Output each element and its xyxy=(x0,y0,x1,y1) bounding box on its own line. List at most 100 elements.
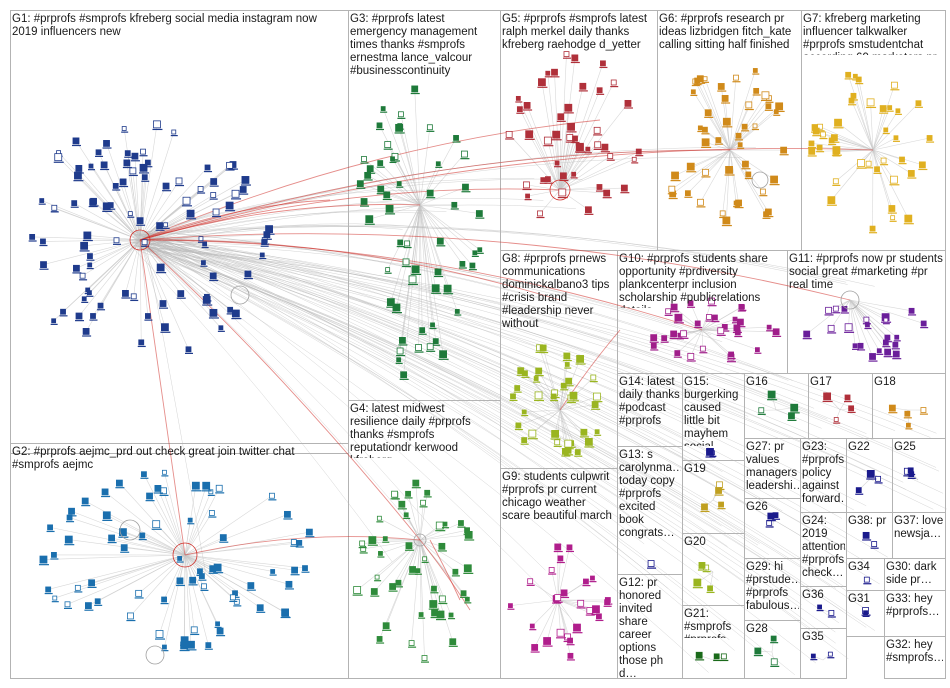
node-underline-g1 xyxy=(209,279,219,282)
edge-g2 xyxy=(184,514,288,556)
node-g1 xyxy=(241,176,250,184)
inter-group-edge xyxy=(139,226,848,285)
node-g5 xyxy=(607,153,614,160)
inter-group-edge xyxy=(146,246,795,675)
node-g9 xyxy=(566,544,573,551)
node-g5 xyxy=(538,78,546,87)
edge-g5 xyxy=(547,140,561,191)
node-g4 xyxy=(424,489,431,496)
node-g10 xyxy=(772,328,780,336)
node-g1 xyxy=(97,302,104,309)
node-underline-g5 xyxy=(602,197,612,199)
node-g36 xyxy=(817,604,822,610)
node-underline-g1 xyxy=(175,184,185,187)
node-underline-g3 xyxy=(418,333,427,335)
node-g1 xyxy=(204,164,211,171)
node-g8 xyxy=(535,367,543,375)
edge-g8 xyxy=(535,378,561,411)
node-g2 xyxy=(202,481,211,490)
node-underline-g6 xyxy=(769,184,780,186)
node-underline-g2 xyxy=(283,518,293,520)
edge-g1 xyxy=(139,180,180,241)
node-g11 xyxy=(908,307,915,314)
node-underline-g1 xyxy=(102,147,112,149)
node-underline-g6 xyxy=(741,130,750,132)
node-g3 xyxy=(451,201,458,208)
node-underline-g8 xyxy=(516,374,526,376)
edge-g11 xyxy=(849,299,897,338)
node-underline-g1 xyxy=(39,244,48,247)
node-g1 xyxy=(144,159,151,166)
node-g3 xyxy=(454,309,460,314)
node-underline-g5 xyxy=(505,138,515,140)
node-g9 xyxy=(531,644,539,651)
node-underline-g5 xyxy=(551,139,562,141)
node-underline-g7 xyxy=(828,143,837,146)
edge-g2 xyxy=(184,488,220,556)
node-underline-g3 xyxy=(389,161,397,164)
node-g1 xyxy=(209,272,217,280)
node-g7 xyxy=(879,105,887,112)
node-underline-g5 xyxy=(623,107,633,109)
group-label-g3: G3: #prprofs latest emergency management… xyxy=(350,13,481,77)
node-underline-g3 xyxy=(402,265,412,268)
node-underline-g2 xyxy=(290,545,299,547)
node-underline-g6 xyxy=(752,94,761,96)
inter-group-edge xyxy=(145,238,888,476)
node-underline-g6 xyxy=(721,102,731,104)
edge-g2 xyxy=(184,554,209,646)
edge-g1 xyxy=(100,239,141,306)
node-underline-g4 xyxy=(448,645,458,647)
node-g6 xyxy=(761,91,770,100)
edge-g2 xyxy=(71,510,186,556)
node-underline-g1 xyxy=(200,265,208,267)
group-label-g4: G4: latest midwest resilience daily #prp… xyxy=(350,403,471,458)
inter-group-edge xyxy=(132,242,846,549)
node-g9 xyxy=(557,555,564,562)
group-label-g7: G7: kfreberg marketing influencer talkwa… xyxy=(803,13,937,55)
edge-g2 xyxy=(184,554,236,594)
node-underline-g1 xyxy=(259,257,267,260)
edge-g9 xyxy=(557,599,578,628)
node-g1 xyxy=(145,313,151,319)
node-g4 xyxy=(452,568,459,575)
node-underline-g21 xyxy=(713,659,722,662)
edge-g3 xyxy=(419,204,473,266)
node-underline-g1 xyxy=(97,309,106,311)
edge-g2 xyxy=(184,554,261,608)
edge-g7 xyxy=(872,137,930,151)
node-underline-g4 xyxy=(418,617,426,619)
node-underline-g7 xyxy=(889,220,897,222)
node-g6 xyxy=(742,160,749,168)
node-g8 xyxy=(565,377,573,385)
node-underline-g5 xyxy=(600,151,610,153)
node-g3 xyxy=(390,156,395,162)
edge-g6 xyxy=(705,149,731,173)
node-underline-g2 xyxy=(102,519,113,521)
node-g1 xyxy=(121,126,127,131)
node-g5 xyxy=(516,106,523,113)
node-underline-g8 xyxy=(534,375,544,377)
node-g2 xyxy=(64,535,73,544)
node-g8 xyxy=(550,393,557,400)
node-underline-g2 xyxy=(201,490,212,492)
node-underline-g1 xyxy=(130,299,139,302)
node-underline-g4 xyxy=(436,618,447,621)
node-underline-g1 xyxy=(59,315,68,317)
node-g3 xyxy=(399,336,406,344)
self-loop-g11 xyxy=(840,290,860,310)
node-g22 xyxy=(875,475,881,482)
node-underline-g3 xyxy=(390,160,400,162)
edge-g2 xyxy=(159,554,186,635)
node-g11 xyxy=(883,317,889,323)
node-underline-g2 xyxy=(216,635,226,637)
edge-g4 xyxy=(419,539,425,659)
node-underline-g3 xyxy=(429,327,437,330)
node-underline-g1 xyxy=(136,224,146,226)
node-underline-g3 xyxy=(471,255,479,257)
self-loop-g2 xyxy=(145,645,165,665)
node-g2 xyxy=(152,520,161,529)
node-underline-g9 xyxy=(507,608,515,610)
node-g1 xyxy=(113,237,120,244)
node-g4 xyxy=(412,479,420,487)
